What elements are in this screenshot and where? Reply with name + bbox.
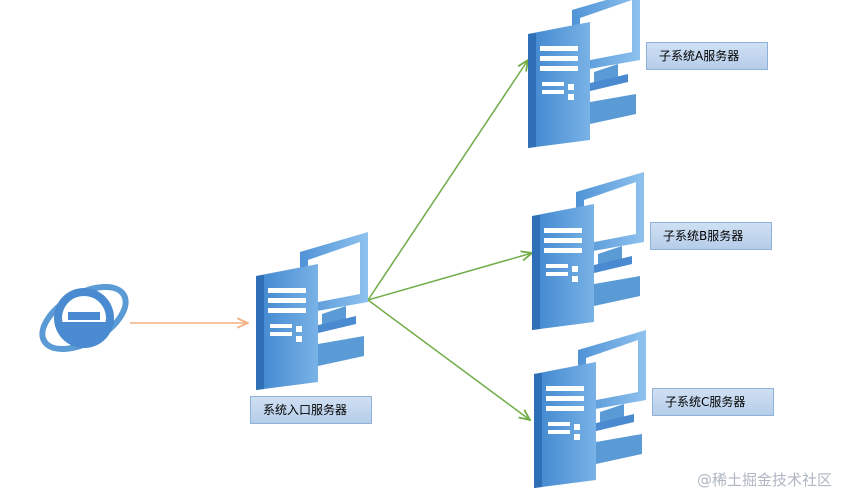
arrow-entry-to-c [367,299,530,420]
server-a-icon [528,0,640,148]
server-c-label: 子系统C服务器 [652,388,774,416]
server-b-icon [532,172,644,330]
watermark: @稀土掘金技术社区 [696,471,832,489]
entry-server-icon [256,232,368,390]
client-browser-icon [39,284,129,352]
server-a-label: 子系统A服务器 [646,42,768,70]
arrow-entry-to-a [367,60,528,301]
arrow-entry-to-b [367,253,532,301]
entry-server-label: 系统入口服务器 [250,396,372,424]
server-b-label: 子系统B服务器 [650,222,772,250]
server-c-icon [534,330,646,488]
